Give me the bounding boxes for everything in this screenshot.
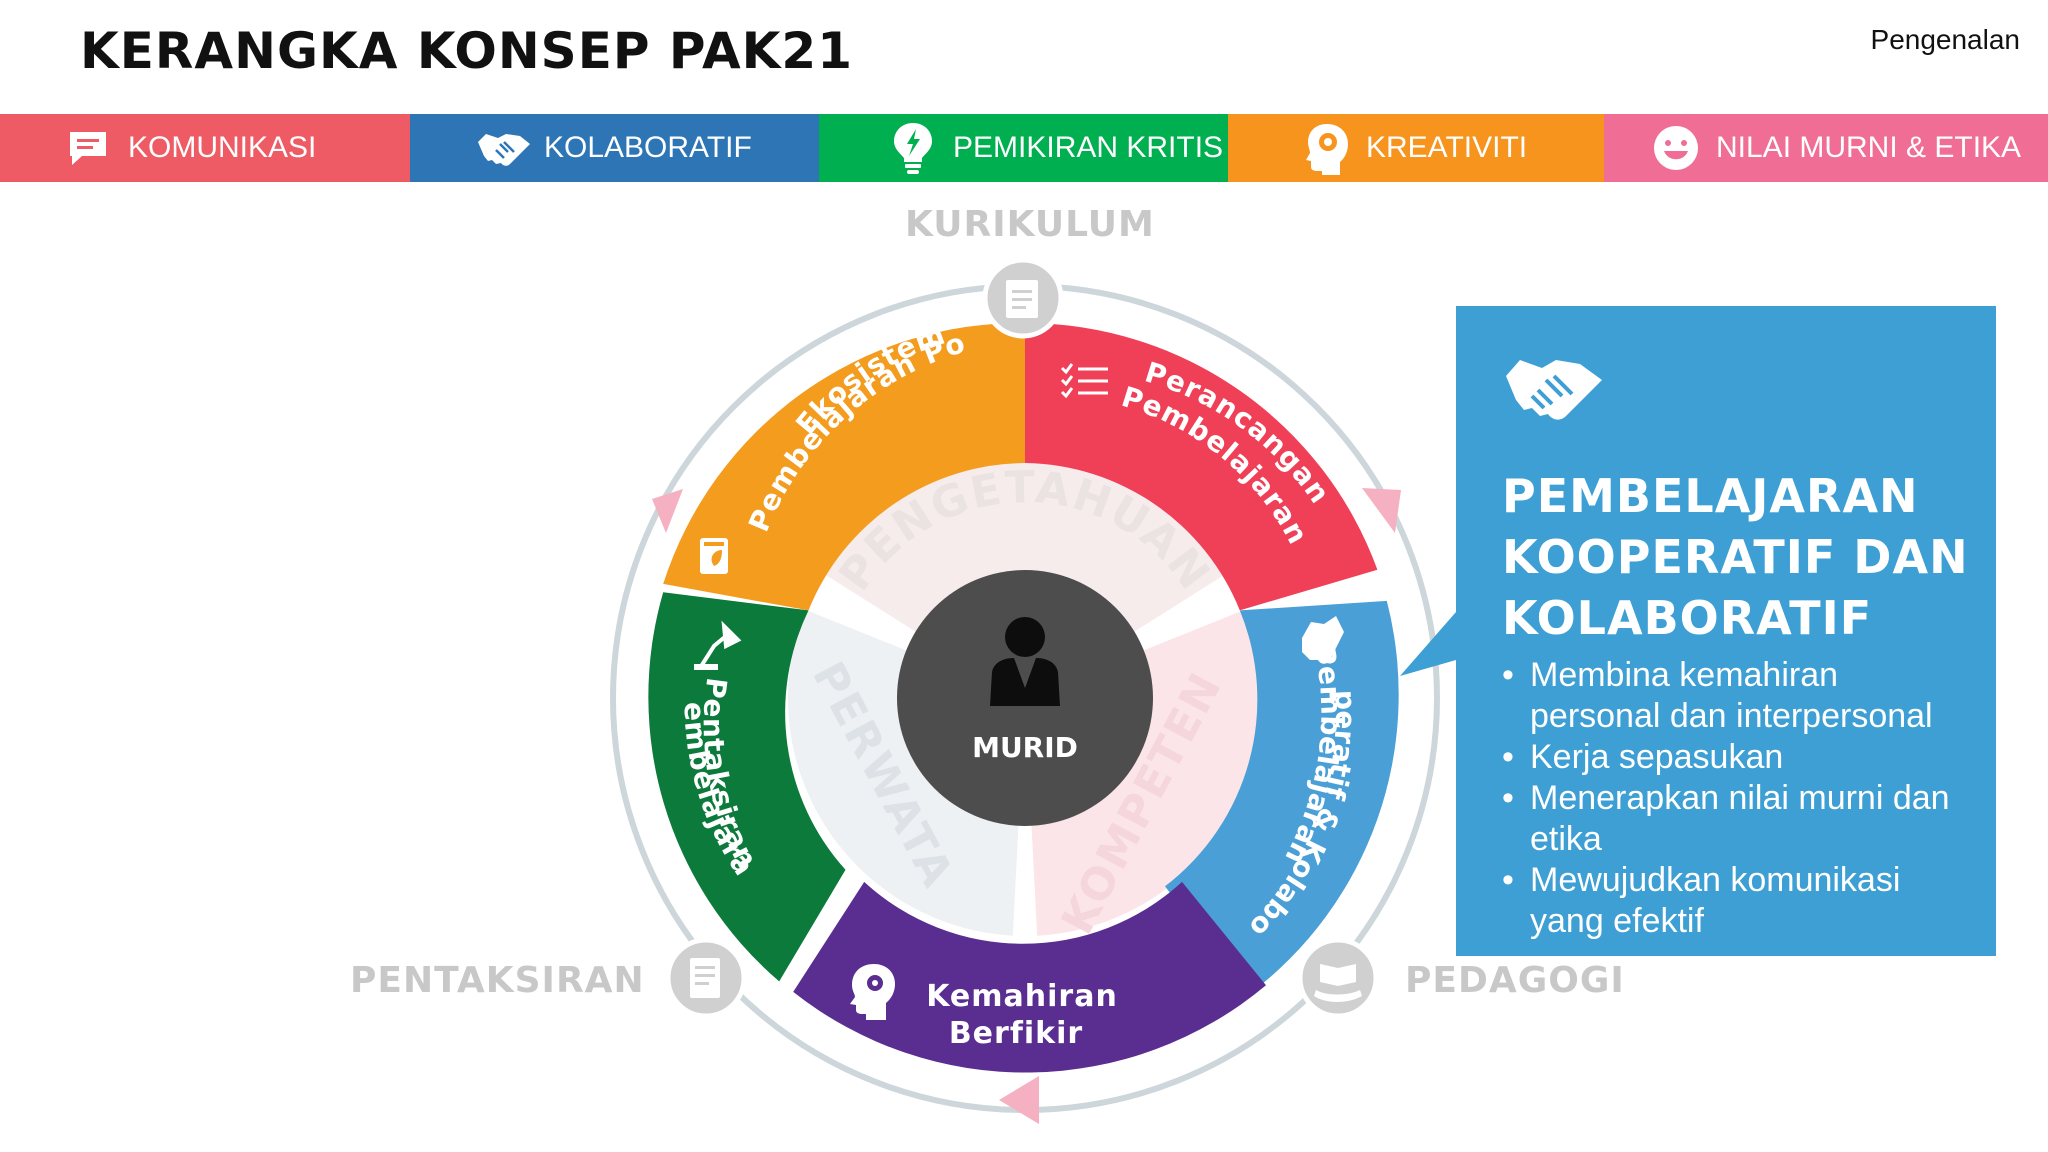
ring-segment-kooperatif [1165, 600, 1399, 996]
page-title: KERANGKA KONSEP PAK21 [80, 22, 853, 80]
bar-komunikasi: KOMUNIKASI [0, 114, 410, 182]
ring-segment-kemahiran-berfikir [793, 881, 1266, 1073]
ring-label-kemahiran: Kemahiran [926, 979, 1118, 1014]
ring-segment-ekosistem [663, 322, 1025, 611]
handshake-icon [1504, 346, 1604, 426]
inner-segment-kompeten [1031, 609, 1263, 936]
smiley-icon [1648, 120, 1704, 176]
center-label: MURID [972, 731, 1078, 764]
colored-ring [648, 322, 1399, 1073]
lightbulb-icon [885, 120, 941, 176]
callout-pointer [1400, 596, 1470, 676]
handshake-icon [1302, 616, 1344, 664]
callout-box: PEMBELAJARAN KOOPERATIF DAN KOLABORATIF … [1456, 306, 1996, 956]
chat-icon [60, 120, 116, 176]
bar-pemikiran-kritis: PEMIKIRAN KRITIS [819, 114, 1228, 182]
desk-lamp-icon [694, 620, 742, 670]
arrow-left-icon [652, 489, 683, 533]
cycle-arrows [652, 488, 1401, 1124]
bar-label: PEMIKIRAN KRITIS [953, 131, 1224, 164]
callout-title-line: KOLABORATIF [1502, 591, 1873, 645]
ring-segment-pentaksiran [648, 592, 846, 982]
hand-book-icon [1314, 964, 1362, 1002]
head-gear-icon [850, 964, 895, 1020]
bar-label: KREATIVITI [1366, 131, 1528, 164]
bar-kolaboratif: KOLABORATIF [410, 114, 819, 182]
label-pedagogi: PEDAGOGI [1405, 960, 1625, 1001]
bar-label: NILAI MURNI & ETIKA [1716, 131, 2022, 164]
handshake-icon [476, 120, 532, 176]
ring-label-pentaksiran-2: Pembelajaran [0, 0, 761, 882]
head-gear-icon [1298, 120, 1354, 176]
kurikulum-node [982, 257, 1064, 339]
pentaksiran-node [665, 937, 747, 1019]
bar-kreativiti: KREATIVITI [1228, 114, 1604, 182]
arrow-bottom-icon [999, 1076, 1039, 1124]
section-label: Pengenalan [1870, 24, 2020, 55]
book-leaf-icon [700, 538, 728, 574]
bullet-item: Mewujudkan komunikasi yang efektif [1502, 860, 1970, 942]
inner-segment-perwata [787, 609, 1019, 936]
bar-label: KOLABORATIF [544, 131, 752, 164]
pedagogi-node [1297, 937, 1379, 1019]
checklist-icon [1060, 363, 1108, 399]
bullet-item: Kerja sepasukan [1502, 737, 1970, 778]
callout-bullets: Membina kemahiran personal dan interpers… [1502, 655, 1970, 942]
bullet-item: Menerapkan nilai murni dan etika [1502, 778, 1970, 860]
bar-nilai-murni: NILAI MURNI & ETIKA [1604, 114, 2048, 182]
inner-segment-pengetahuan [822, 460, 1228, 637]
bullet-item: Membina kemahiran personal dan interpers… [1502, 655, 1970, 737]
label-kurikulum: KURIKULUM [905, 204, 1155, 245]
callout-title-line: PEMBELAJARAN [1502, 469, 1919, 523]
label-pentaksiran: PENTAKSIRAN [350, 960, 645, 1001]
ring-segment-perancangan [1025, 323, 1378, 611]
student-icon [990, 617, 1060, 706]
bar-label: KOMUNIKASI [128, 131, 317, 164]
arrow-right-icon [1362, 488, 1401, 533]
book-icon [1006, 280, 1038, 318]
document-icon [690, 958, 720, 998]
callout-title: PEMBELAJARAN KOOPERATIF DAN KOLABORATIF [1502, 466, 1970, 649]
callout-title-line: KOOPERATIF DAN [1502, 530, 1969, 584]
skills-bar: KOMUNIKASI KOLABORATIF PEMIKIRAN KRITIS … [0, 114, 2048, 182]
ring-label-kemahiran-2: Berfikir [949, 1016, 1083, 1051]
